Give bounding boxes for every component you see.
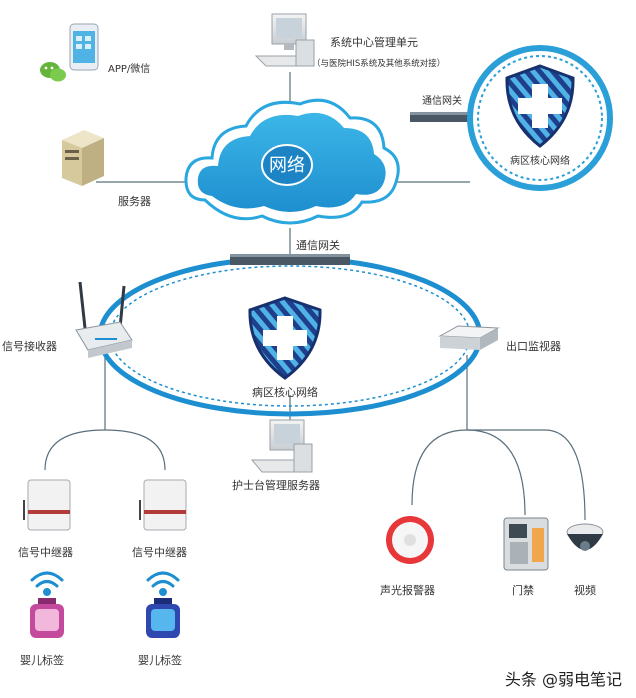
wifi-right-icon bbox=[146, 571, 180, 596]
baby-tag-pink-icon bbox=[30, 598, 64, 638]
connection-lines bbox=[44, 72, 586, 521]
gateway-mid-icon bbox=[230, 254, 350, 265]
label-gateway-top: 通信网关 bbox=[422, 94, 462, 107]
wifi-left-icon bbox=[30, 571, 64, 596]
alarm-icon bbox=[386, 516, 434, 564]
network-cloud bbox=[184, 98, 400, 225]
exit-monitor-icon bbox=[438, 325, 500, 350]
label-baby-tag-left: 婴儿标签 bbox=[20, 653, 64, 667]
relay-left-icon bbox=[23, 479, 71, 531]
core-network-badge-top bbox=[467, 45, 613, 191]
label-relay-left: 信号中继器 bbox=[18, 546, 73, 559]
label-system-center-note: （与医院HIS系统及其他系统对接） bbox=[312, 58, 445, 69]
label-core-network-mid: 病区核心网络 bbox=[252, 385, 318, 399]
label-relay-right: 信号中继器 bbox=[132, 546, 187, 559]
label-core-network-top: 病区核心网络 bbox=[510, 154, 570, 167]
core-network-shield-mid bbox=[248, 296, 322, 380]
label-server: 服务器 bbox=[118, 195, 151, 208]
label-door-access: 门禁 bbox=[512, 583, 534, 597]
camera-icon bbox=[566, 523, 604, 551]
relay-right-icon bbox=[139, 479, 187, 531]
signal-receiver-icon bbox=[75, 281, 133, 358]
label-exit-monitor: 出口监视器 bbox=[506, 339, 561, 353]
label-gateway-mid: 通信网关 bbox=[296, 238, 340, 252]
watermark: 头条 @弱电笔记 bbox=[498, 664, 628, 692]
gateway-top-icon bbox=[410, 112, 486, 122]
nurse-station-computer-icon bbox=[250, 419, 313, 473]
system-center-computer-icon bbox=[254, 13, 315, 67]
phone-icon bbox=[69, 23, 99, 71]
label-baby-tag-right: 婴儿标签 bbox=[138, 653, 182, 667]
label-cloud-network: 网络 bbox=[269, 155, 305, 176]
label-app-wechat: APP/微信 bbox=[108, 62, 150, 75]
label-camera: 视频 bbox=[574, 583, 596, 597]
baby-tag-blue-icon bbox=[146, 598, 180, 638]
label-signal-receiver: 信号接收器 bbox=[2, 339, 57, 353]
door-access-icon bbox=[503, 517, 549, 571]
wechat-icon bbox=[40, 62, 66, 82]
label-system-center: 系统中心管理单元 bbox=[330, 35, 418, 49]
server-icon bbox=[62, 130, 104, 186]
label-alarm: 声光报警器 bbox=[380, 583, 435, 597]
label-nurse-station-server: 护士台管理服务器 bbox=[232, 478, 320, 492]
